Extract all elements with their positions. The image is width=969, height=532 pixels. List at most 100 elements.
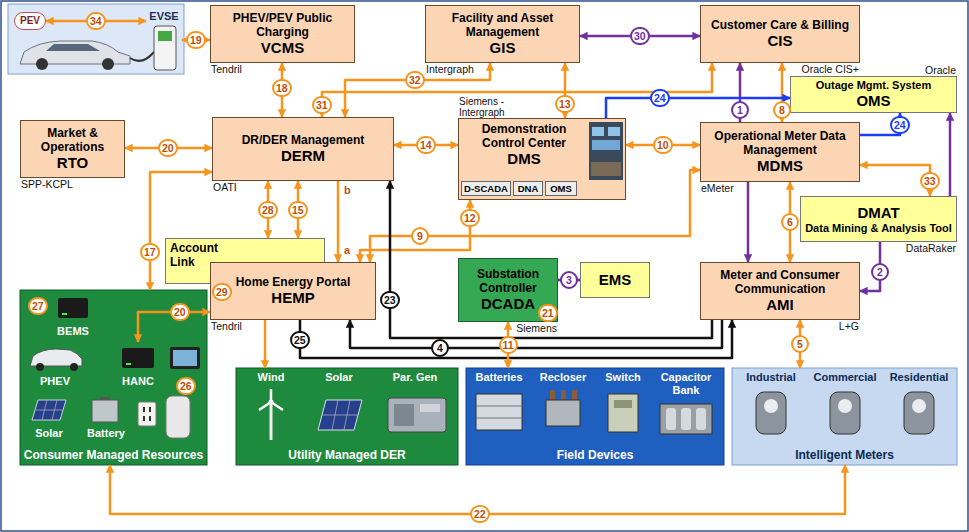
connector-arrow	[350, 320, 722, 348]
vendor-label: Tendril	[211, 320, 242, 332]
charger-label: EVSE	[149, 10, 178, 23]
box-title: Account Link	[170, 241, 228, 269]
system-acronym: HEMP	[271, 289, 314, 307]
vehicle-label: PEV	[20, 15, 40, 27]
utility-band-art	[236, 368, 458, 465]
vendor-label: eMeter	[701, 182, 734, 194]
device-label: Residential	[890, 371, 949, 384]
callout-number: 27	[28, 297, 48, 315]
device-label: BEMS	[57, 325, 89, 338]
callout-number: 9	[411, 227, 429, 245]
system-box: DMATData Mining & Analysis ToolDataRaker	[800, 196, 957, 242]
callout-number: 17	[140, 243, 160, 261]
system-box: EMS	[580, 262, 650, 298]
vendor-label: Siemens - Intergraph	[459, 96, 521, 118]
callout-number: 15	[288, 201, 308, 219]
device-item: Industrial	[736, 371, 806, 435]
callout-number: 20	[158, 139, 178, 157]
band-title: Intelligent Meters	[795, 448, 894, 462]
device-label: Solar	[35, 427, 63, 440]
callout-number: 13	[555, 95, 575, 113]
system-acronym: DMAT	[857, 204, 899, 222]
device-label: Capacitor Bank	[652, 371, 720, 397]
system-box: Outage Mgmt. SystemOMSOracle	[790, 76, 957, 113]
callout-number: 34	[86, 12, 106, 30]
vendor-label: Siemens	[516, 322, 557, 334]
connector-arrow	[300, 320, 732, 358]
box-title: Meter and Consumer Communication	[705, 268, 855, 296]
callout-number: 4	[431, 339, 449, 357]
device-label: Battery	[87, 427, 125, 440]
vendor-label: Oracle	[925, 64, 956, 76]
vendor-label: Oracle CIS+	[802, 63, 859, 75]
callout-number: 10	[653, 136, 673, 154]
consumer-band-art	[20, 290, 207, 465]
callout-number: 6	[781, 213, 799, 231]
device-label: HANC	[122, 375, 154, 388]
vendor-label: DataRaker	[906, 242, 956, 254]
callout-number: 3	[560, 271, 578, 289]
module-label: DNA	[518, 183, 539, 195]
callout-number: 18	[272, 79, 292, 97]
module-box: OMS	[545, 181, 577, 196]
device-label: Commercial	[814, 371, 877, 384]
callout-number: 21	[538, 304, 558, 322]
vendor-label: L+G	[839, 320, 859, 332]
box-title: Demonstration Control Center	[463, 122, 585, 150]
callout-number: 23	[380, 291, 400, 309]
resource-band: Utility Managed DERWindSolarPar. Gen	[236, 368, 458, 465]
vendor-label: SPP-KCPL	[21, 178, 73, 190]
control-room-photo	[589, 122, 623, 180]
device-item: Residential	[884, 371, 954, 435]
connector-arrow	[360, 200, 470, 262]
box-title: Operational Meter Data Management	[705, 129, 855, 157]
device-item: Wind	[240, 371, 302, 437]
device-label: Batteries	[475, 371, 522, 384]
system-acronym: EMS	[599, 271, 632, 289]
system-box: Facility and Asset ManagementGISIntergra…	[425, 5, 580, 63]
connector-arrow	[390, 181, 712, 338]
vendor-label: Tendril	[211, 63, 242, 75]
vehicle-tag: PEV	[14, 12, 46, 30]
callout-number: 32	[405, 71, 425, 89]
box-title: DR/DER Management	[242, 133, 365, 147]
device-label: PHEV	[40, 375, 70, 388]
callout-number: 8	[773, 101, 791, 119]
system-acronym: VCMS	[261, 39, 304, 57]
box-title: Facility and Asset Management	[430, 11, 575, 39]
resource-band: Intelligent Meters Industrial Commercial Re…	[732, 368, 957, 465]
module-box: DNA	[513, 181, 543, 196]
interface-letter: b	[344, 184, 351, 196]
field-band-art	[466, 368, 724, 465]
callout-number: 11	[499, 336, 518, 354]
callout-number: 31	[312, 96, 332, 114]
device-item: PHEV	[24, 342, 86, 388]
system-acronym: RTO	[57, 154, 88, 172]
connector-arrow	[337, 181, 340, 262]
system-acronym: DERM	[281, 147, 325, 165]
box-title: Substation Controller	[463, 267, 553, 295]
callout-number: 24	[890, 116, 910, 134]
callout-number: 33	[920, 172, 940, 190]
module-label: D-SCADA	[464, 183, 508, 195]
system-acronym: DMS	[507, 150, 540, 168]
device-label: Industrial	[746, 371, 796, 384]
device-item: Par. Gen	[376, 371, 454, 437]
system-box: DR/DER ManagementDERMOATI	[212, 117, 394, 181]
band-title: Consumer Managed Resources	[24, 448, 203, 462]
callout-number: 24	[650, 89, 670, 107]
callout-number: 2	[871, 263, 889, 281]
callout-number: 12	[460, 209, 480, 227]
callout-number: 5	[791, 335, 809, 353]
device-label: Recloser	[540, 371, 586, 384]
system-acronym: GIS	[490, 39, 516, 57]
vendor-label: OATI	[213, 181, 237, 193]
system-box: Meter and Consumer CommunicationAMIL+G	[700, 262, 860, 320]
vendor-label: Intergraph	[426, 63, 474, 75]
system-box: PHEV/PEV Public ChargingVCMSTendril	[210, 5, 355, 63]
box-title: Data Mining & Analysis Tool	[805, 222, 952, 235]
callout-number: 19	[186, 31, 206, 49]
device-label: Wind	[258, 371, 285, 384]
callout-number: 28	[258, 201, 278, 219]
callout-number: 20	[170, 303, 190, 321]
